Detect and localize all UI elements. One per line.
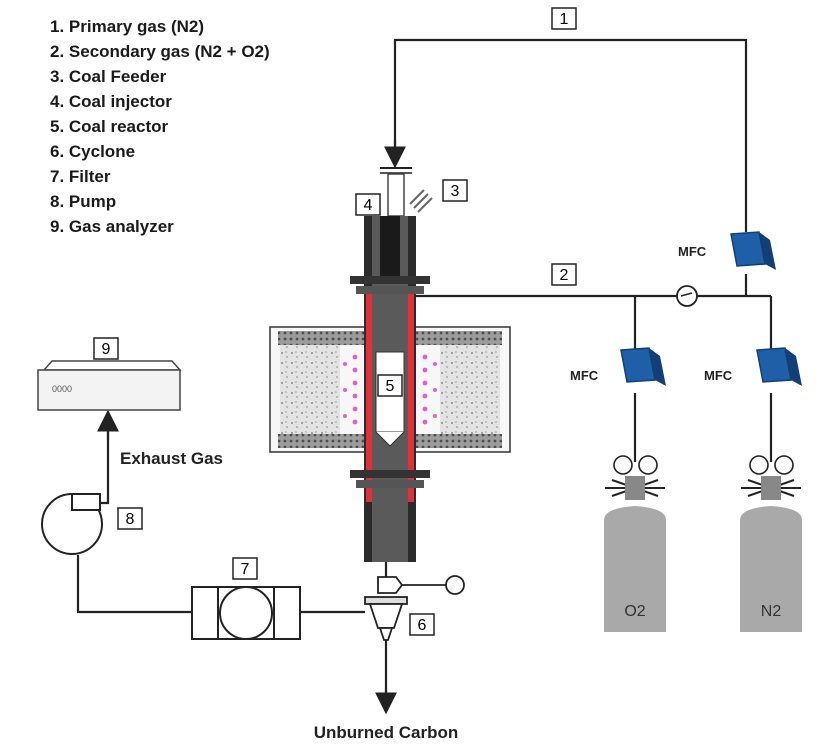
n2-cylinder: N2	[740, 455, 802, 632]
tag-5: 5	[386, 378, 395, 395]
tag-4: 4	[364, 197, 373, 214]
junction-gauge	[676, 285, 698, 307]
o2-cylinder-label: O2	[624, 603, 645, 620]
tag-9-box	[93, 337, 119, 360]
legend-item-coal-reactor: 5. Coal reactor	[50, 117, 169, 136]
tag-9: 9	[102, 341, 111, 358]
tag-1: 1	[560, 11, 569, 28]
mfc-n2-label: MFC	[704, 368, 733, 383]
exhaust-gas-label: Exhaust Gas	[120, 449, 223, 468]
n2-cylinder-label: N2	[761, 603, 782, 620]
primary-gas-line	[393, 38, 748, 232]
tag-3: 3	[451, 183, 460, 200]
pump	[41, 493, 103, 555]
pump-analyzer-line	[100, 420, 110, 505]
filter-pump-line	[76, 555, 192, 614]
tag-8-box	[117, 507, 143, 530]
tag-6: 6	[418, 617, 427, 634]
coal-feeder	[409, 189, 433, 213]
number-tags: 1 2 3 4 6 7 8 9	[93, 7, 577, 636]
tag-7: 7	[241, 561, 250, 578]
mfc-top-label: MFC	[678, 244, 707, 259]
tag-2: 2	[560, 267, 569, 284]
legend-item-gas-analyzer: 9. Gas analyzer	[50, 217, 174, 236]
analyzer-display: 0000	[52, 384, 72, 394]
tag-4-box	[355, 193, 381, 216]
mfc-o2-unit	[620, 347, 666, 386]
legend-item-filter: 7. Filter	[50, 167, 111, 186]
tag-1-box	[551, 7, 577, 30]
tag-2-box	[551, 263, 577, 286]
unburned-carbon-label: Unburned Carbon	[314, 723, 459, 742]
legend-item-secondary-gas: 2. Secondary gas (N2 + O2)	[50, 42, 270, 61]
coal-injector	[380, 167, 412, 217]
legend-item-pump: 8. Pump	[50, 192, 117, 211]
mfc-n2-unit	[756, 347, 802, 386]
legend-list: 1. Primary gas (N2) 2. Secondary gas (N2…	[50, 14, 270, 239]
tag-5-box	[377, 374, 403, 397]
legend-item-coal-injector: 4. Coal injector	[50, 92, 172, 111]
tag-3-box	[442, 179, 468, 202]
tag-8: 8	[126, 511, 135, 528]
mfc-top-unit	[730, 231, 776, 270]
legend-item-coal-feeder: 3. Coal Feeder	[50, 67, 167, 86]
o2-cylinder: O2	[604, 455, 666, 632]
cyclone	[364, 575, 465, 641]
tag-7-box	[232, 557, 258, 580]
legend-item-cyclone: 6. Cyclone	[50, 142, 136, 161]
mfc-o2-label: MFC	[570, 368, 599, 383]
tag-6-box	[409, 613, 435, 636]
filter	[191, 586, 301, 640]
legend-item-primary-gas: 1. Primary gas (N2)	[50, 17, 205, 36]
gas-analyzer: 0000	[37, 360, 182, 411]
